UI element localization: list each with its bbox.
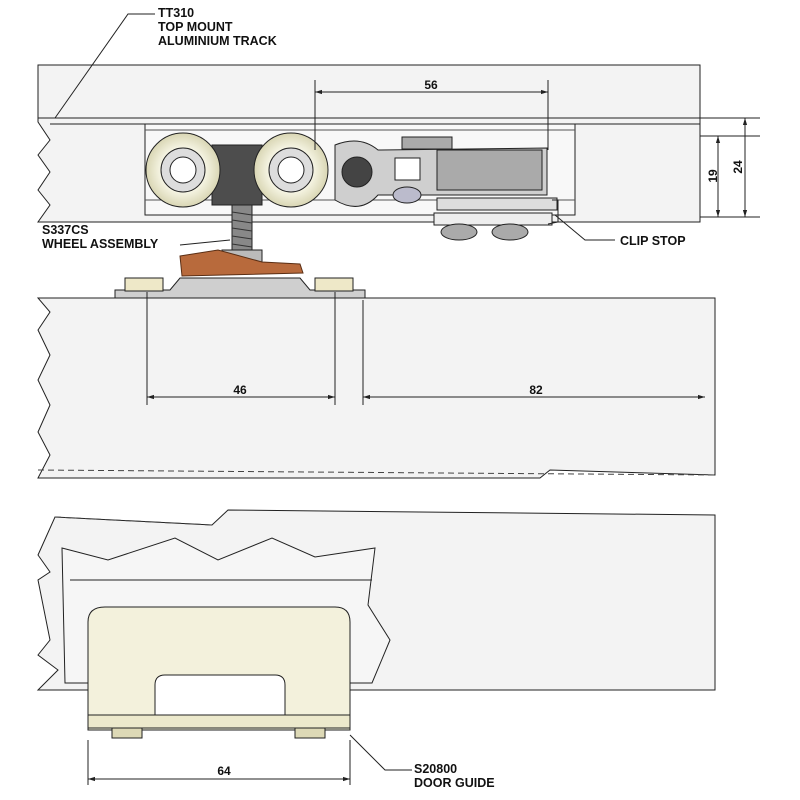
door-bracket [114,277,366,301]
dim-82: 82 [529,383,543,397]
dim-46: 46 [233,383,247,397]
dimension-lines [54,13,760,785]
dim-19: 19 [706,169,720,183]
track-code-label: TT310 [158,6,194,20]
wheel-desc-label: WHEEL ASSEMBLY [42,237,159,251]
guide-desc-label: DOOR GUIDE [414,776,495,790]
clip-stop-label: CLIP STOP [620,234,686,248]
guide-code-label: S20800 [414,762,457,776]
door-guide [87,606,351,739]
door-panel-upper [36,297,716,479]
dim-64: 64 [217,764,231,778]
track-desc-line2: ALUMINIUM TRACK [158,34,277,48]
track-desc-line1: TOP MOUNT [158,20,233,34]
wheel-assembly [145,132,329,277]
dim-24: 24 [731,160,745,174]
dim-56: 56 [424,78,438,92]
clip-stop [334,136,559,241]
wheel-code-label: S337CS [42,223,89,237]
